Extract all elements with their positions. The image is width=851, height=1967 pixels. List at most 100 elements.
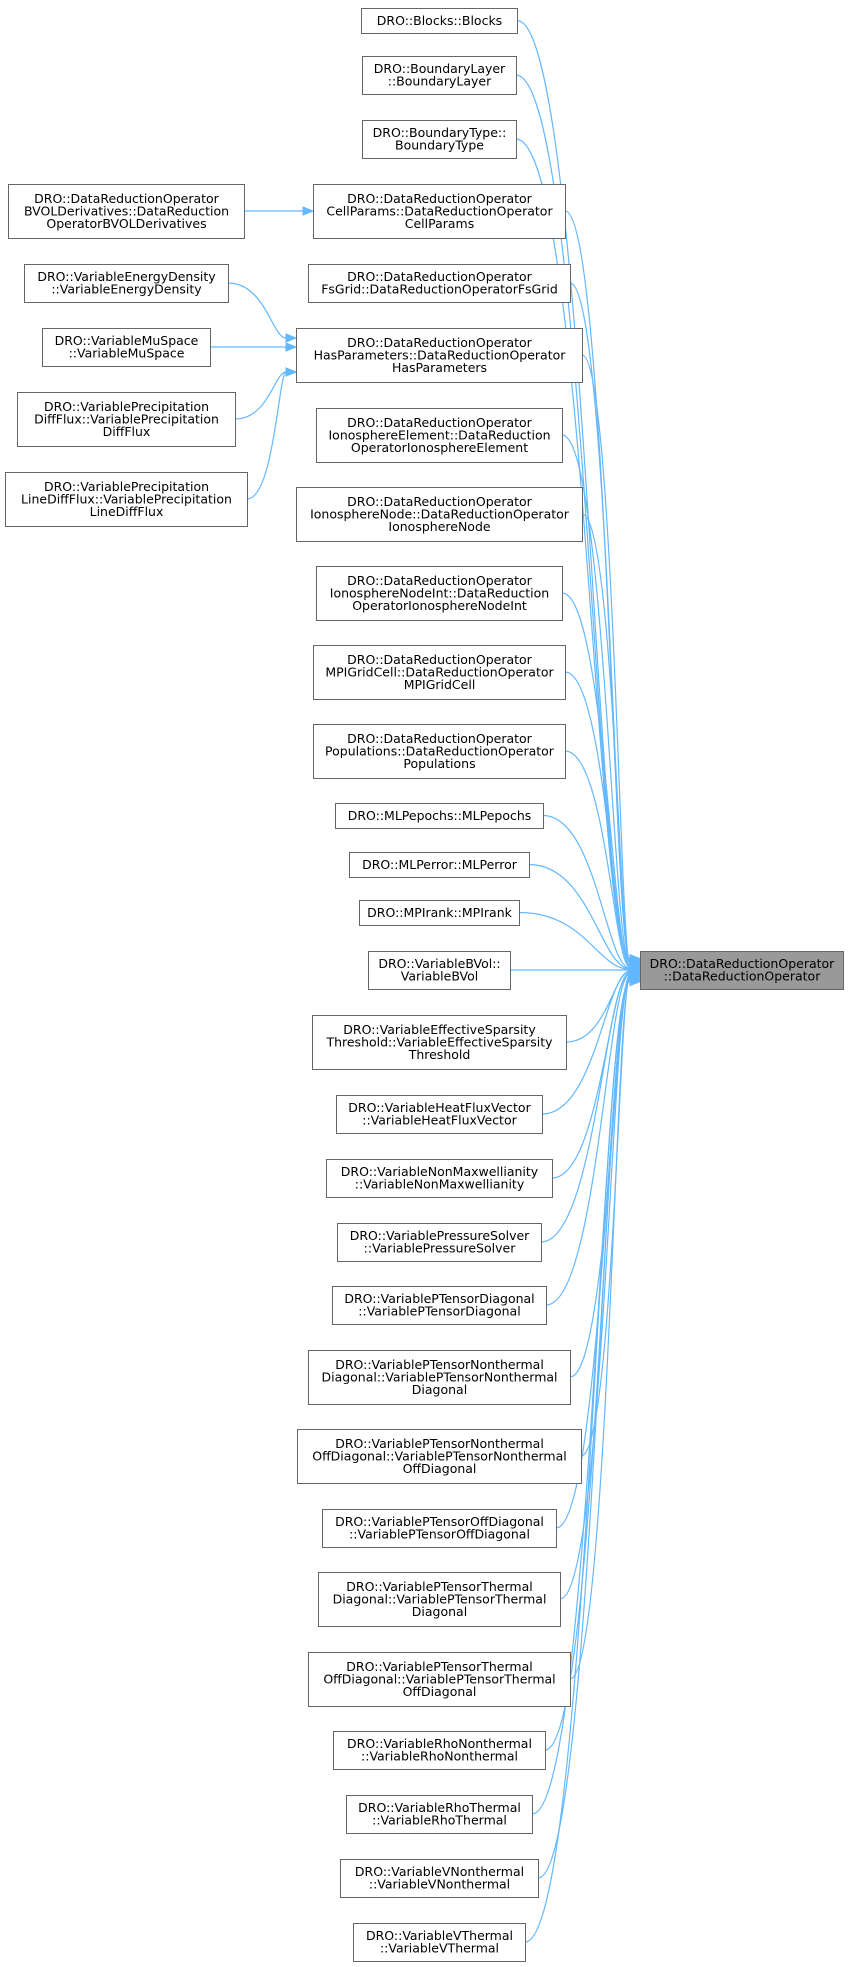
node-mlpepochs[interactable]: DRO::MLPepochs::MLPepochs (335, 803, 544, 829)
node-heatflux[interactable]: DRO::VariableHeatFluxVector::VariableHea… (336, 1095, 543, 1134)
node-cellparams[interactable]: DRO::DataReductionOperatorCellParams::Da… (313, 184, 566, 239)
node-label-line: DRO::DataReductionOperator (347, 335, 532, 350)
node-box (308, 1350, 571, 1405)
node-label-line: DRO::VariableEffectiveSparsity (343, 1022, 536, 1037)
node-pressuresolver[interactable]: DRO::VariablePressureSolver::VariablePre… (337, 1223, 542, 1262)
node-label-line: DRO::VariablePTensorDiagonal (344, 1291, 534, 1306)
node-label-line: IonosphereNode (388, 519, 490, 534)
node-label-line: DRO::MLPepochs::MLPepochs (348, 808, 532, 823)
edge-line (545, 973, 631, 1306)
node-label-line: DRO::VariableRhoThermal (358, 1800, 521, 1815)
node-label-line: HasParameters (392, 360, 487, 375)
node-label-line: DRO::VariablePTensorThermal (346, 1659, 532, 1674)
node-label-line: CellParams::DataReductionOperator (326, 203, 553, 218)
node-blocks[interactable]: DRO::Blocks::Blocks (361, 8, 518, 34)
node-label-line: ::VariableRhoNonthermal (361, 1749, 518, 1764)
node-label-line: DRO::VariableRhoNonthermal (347, 1736, 532, 1751)
node-label-line: DRO::DataReductionOperator (347, 494, 532, 509)
edge-preciplinediff-to-hasparameters (246, 367, 298, 500)
node-iononodeint[interactable]: DRO::DataReductionOperatorIonosphereNode… (316, 566, 563, 621)
node-label-line: DRO::DataReductionOperator (347, 731, 532, 746)
node-boundarylayer[interactable]: DRO::BoundaryLayer::BoundaryLayer (362, 56, 517, 95)
arrowhead (285, 367, 298, 377)
node-box (340, 1859, 539, 1898)
node-box (322, 1509, 557, 1548)
node-label-line: CellParams (405, 216, 475, 231)
node-label-line: ::VariableVNonthermal (369, 1877, 510, 1892)
node-ionoelement[interactable]: DRO::DataReductionOperatorIonosphereElem… (316, 408, 563, 463)
node-energydensity[interactable]: DRO::VariableEnergyDensity::VariableEner… (24, 264, 229, 303)
node-effsparsity[interactable]: DRO::VariableEffectiveSparsityThreshold:… (312, 1015, 567, 1070)
edge-line (227, 282, 287, 339)
node-label-line: LineDiffFlux (90, 504, 164, 519)
node-ptoffdiag[interactable]: DRO::VariablePTensorOffDiagonal::Variabl… (322, 1509, 557, 1548)
node-label-line: DRO::VariablePTensorOffDiagonal (335, 1514, 544, 1529)
node-label-line: ::BoundaryLayer (388, 74, 492, 89)
node-label-line: Diagonal::VariablePTensorThermal (333, 1591, 547, 1606)
node-root[interactable]: DRO::DataReductionOperator::DataReductio… (640, 951, 844, 990)
edge-line (540, 972, 631, 1243)
node-preciplinediff[interactable]: DRO::VariablePrecipitationLineDiffFlux::… (5, 472, 248, 527)
node-label-line: DiffFlux::VariablePrecipitation (34, 411, 219, 426)
node-nonmaxwell[interactable]: DRO::VariableNonMaxwellianity::VariableN… (326, 1159, 553, 1198)
node-box (17, 392, 236, 447)
node-precipdiff[interactable]: DRO::VariablePrecipitationDiffFlux::Vari… (17, 392, 236, 447)
node-boundarytype[interactable]: DRO::BoundaryType::BoundaryType (362, 120, 517, 159)
node-vthermal[interactable]: DRO::VariableVThermal::VariableVThermal (353, 1923, 526, 1962)
node-bvolderiv[interactable]: DRO::DataReductionOperatorBVOLDerivative… (8, 184, 245, 239)
node-label-line: DRO::MPIrank::MPIrank (367, 905, 512, 920)
node-mpigridcell[interactable]: DRO::DataReductionOperatorMPIGridCell::D… (313, 645, 566, 700)
node-fsgrid[interactable]: DRO::DataReductionOperatorFsGrid::DataRe… (308, 264, 571, 303)
node-hasparameters[interactable]: DRO::DataReductionOperatorHasParameters:… (296, 328, 583, 383)
node-muspace[interactable]: DRO::VariableMuSpace::VariableMuSpace (42, 328, 211, 367)
node-box (296, 487, 583, 542)
node-ptthermoff[interactable]: DRO::VariablePTensorThermalOffDiagonal::… (308, 1652, 571, 1707)
edge-iononodeint-to-root (561, 592, 642, 971)
edge-line (528, 863, 631, 970)
root-node-box (640, 951, 844, 990)
node-label-line: Diagonal (412, 1604, 467, 1619)
node-label-line: MPIGridCell::DataReductionOperator (325, 664, 554, 679)
node-label-line: Populations (403, 756, 475, 771)
node-label-line: DRO::VariablePrecipitation (44, 399, 209, 414)
node-label-line: ::VariablePressureSolver (364, 1241, 517, 1256)
node-label-line: BoundaryType (395, 138, 484, 153)
arrowhead (285, 333, 298, 343)
node-ptthermdiag[interactable]: DRO::VariablePTensorThermalDiagonal::Var… (318, 1572, 561, 1627)
edge-line (561, 592, 631, 967)
node-rhothermal[interactable]: DRO::VariableRhoThermal::VariableRhoTher… (346, 1795, 533, 1834)
edge-mpigridcell-to-root (564, 671, 642, 972)
edge-line (581, 513, 631, 966)
node-iononode[interactable]: DRO::DataReductionOperatorIonosphereNode… (296, 487, 583, 542)
node-mlperror[interactable]: DRO::MLPerror::MLPerror (349, 852, 530, 878)
node-bvol[interactable]: DRO::VariableBVol::VariableBVol (368, 951, 511, 990)
node-label-line: DRO::BoundaryType:: (373, 125, 507, 140)
node-box (5, 472, 248, 527)
node-label-line: ::VariablePTensorDiagonal (358, 1304, 520, 1319)
edge-line (541, 971, 631, 1115)
node-label-line: DRO::VariablePressureSolver (350, 1228, 530, 1243)
node-label-line: ::VariableNonMaxwellianity (355, 1177, 525, 1192)
edge-bvolderiv-to-cellparams (244, 206, 315, 216)
node-mpirank[interactable]: DRO::MPIrank::MPIrank (359, 900, 520, 926)
node-label-line: OffDiagonal::VariablePTensorNonthermal (312, 1448, 567, 1463)
node-box (312, 1015, 567, 1070)
node-label-line: Diagonal (412, 1382, 467, 1397)
edge-energydensity-to-hasparameters (227, 282, 298, 343)
node-ptnonthermoff[interactable]: DRO::VariablePTensorNonthermalOffDiagona… (297, 1429, 582, 1484)
node-label-line: BVOLDerivatives::DataReduction (24, 203, 229, 218)
node-box (316, 408, 563, 463)
node-label-line: ::VariablePTensorOffDiagonal (349, 1527, 530, 1542)
node-ptnonthermdiag[interactable]: DRO::VariablePTensorNonthermalDiagonal::… (308, 1350, 571, 1405)
edge-line (559, 976, 631, 1600)
node-ptensordiag[interactable]: DRO::VariablePTensorDiagonal::VariablePT… (332, 1286, 547, 1325)
node-box (332, 1286, 547, 1325)
edge-vthermal-to-root (524, 976, 642, 1943)
edge-ptnonthermdiag-to-root (569, 970, 642, 1378)
node-box (349, 852, 530, 878)
node-vnonthermal[interactable]: DRO::VariableVNonthermal::VariableVNonth… (340, 1859, 539, 1898)
edge-line (561, 434, 631, 965)
node-label-line: Threshold (408, 1047, 471, 1062)
node-populations[interactable]: DRO::DataReductionOperatorPopulations::D… (313, 724, 566, 779)
node-rhononthermal[interactable]: DRO::VariableRhoNonthermal::VariableRhoN… (333, 1731, 546, 1770)
